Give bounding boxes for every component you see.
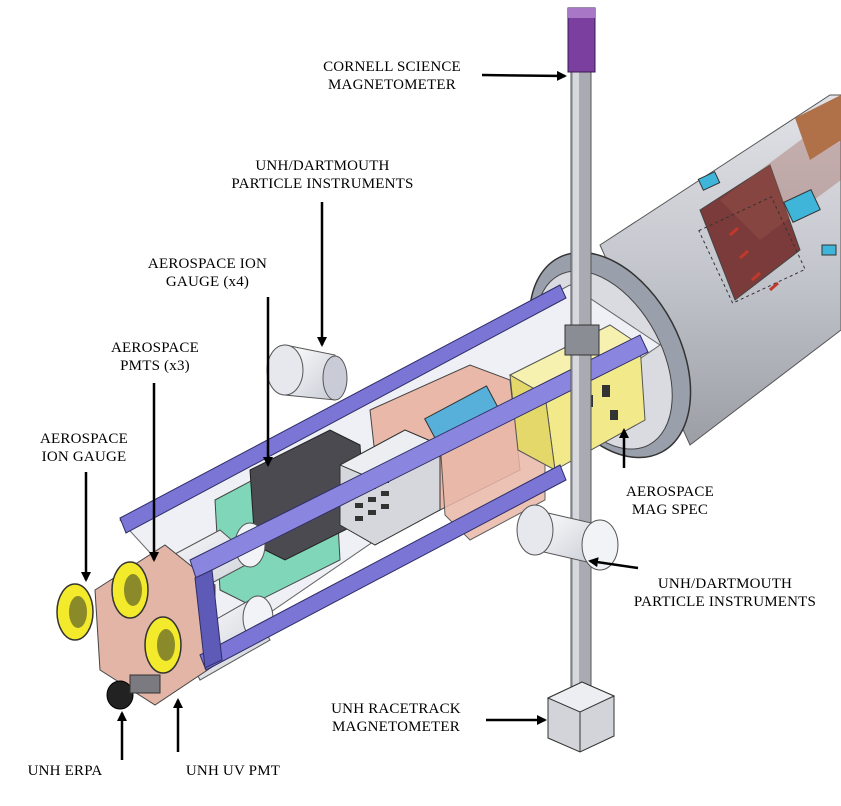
particle-instrument-top — [266, 344, 348, 401]
label-line: AEROSPACE ION — [147, 256, 268, 272]
label-aerospace-mag-spec: AEROSPACE MAG SPEC — [600, 483, 740, 519]
label-line: UNH/DARTMOUTH — [255, 158, 390, 174]
label-line: UNH ERPA — [27, 763, 103, 779]
label-line: PARTICLE INSTRUMENTS — [231, 176, 414, 192]
label-racetrack-magnetometer: UNH RACETRACK MAGNETOMETER — [308, 700, 484, 736]
label-line: GAUGE (x4) — [165, 274, 250, 290]
label-aerospace-ion-gauge-x4: AEROSPACE ION GAUGE (x4) — [130, 255, 285, 291]
cornell-magnetometer — [567, 7, 596, 73]
rails — [119, 284, 649, 671]
label-aerospace-ion-gauge: AEROSPACE ION GAUGE — [14, 430, 154, 466]
label-line: UNH RACETRACK — [331, 701, 461, 717]
label-line: MAGNETOMETER — [328, 77, 456, 93]
label-line: AEROSPACE — [40, 431, 128, 447]
label-line: AEROSPACE — [111, 340, 199, 356]
label-line: AEROSPACE — [626, 484, 714, 500]
label-line: UNH UV PMT — [185, 763, 281, 779]
label-aerospace-pmts: AEROSPACE PMTS (x3) — [85, 339, 225, 375]
racetrack-magnetometer — [546, 681, 616, 753]
erpa-sensor — [106, 674, 161, 710]
label-line: CORNELL SCIENCE — [323, 59, 461, 75]
label-line: PARTICLE INSTRUMENTS — [633, 594, 817, 610]
callout-arrows — [81, 70, 639, 760]
label-line: PMTS (x3) — [120, 358, 190, 374]
label-line: ION GAUGE — [41, 449, 127, 465]
arrow-cornell — [481, 70, 567, 81]
arrow-particle-bottom — [588, 557, 639, 570]
label-cornell-magnetometer: CORNELL SCIENCE MAGNETOMETER — [302, 58, 482, 94]
label-particle-instruments-bottom: UNH/DARTMOUTH PARTICLE INSTRUMENTS — [612, 575, 838, 611]
label-line: MAGNETOMETER — [332, 719, 460, 735]
label-uv-pmt: UNH UV PMT — [168, 762, 298, 780]
label-particle-instruments-top: UNH/DARTMOUTH PARTICLE INSTRUMENTS — [205, 157, 440, 193]
label-line: MAG SPEC — [631, 502, 709, 518]
label-line: UNH/DARTMOUTH — [657, 576, 793, 592]
pmt-apertures — [56, 561, 182, 674]
label-erpa: UNH ERPA — [10, 762, 120, 780]
